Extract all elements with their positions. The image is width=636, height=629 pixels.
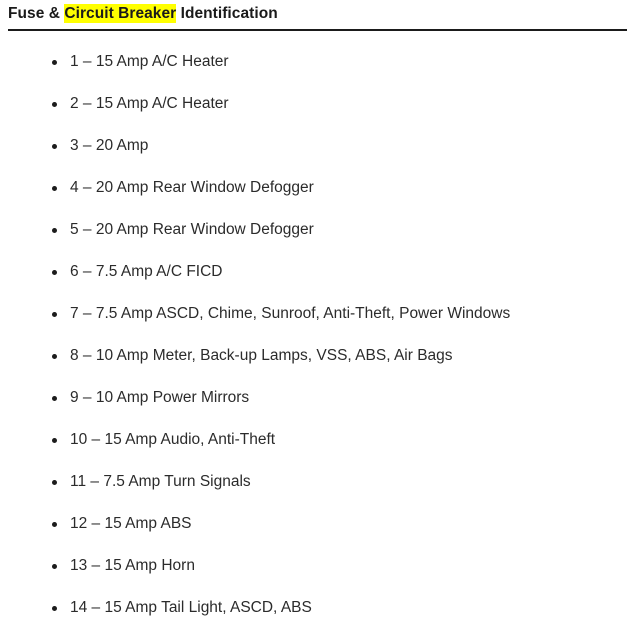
list-item-label: 13 – 15 Amp Horn: [70, 557, 195, 574]
list-item-label: 11 – 7.5 Amp Turn Signals: [70, 473, 251, 490]
bullet-icon: [52, 480, 57, 485]
list-item-label: 2 – 15 Amp A/C Heater: [70, 95, 229, 112]
bullet-icon: [52, 396, 57, 401]
bullet-icon: [52, 354, 57, 359]
list-item-label: 8 – 10 Amp Meter, Back-up Lamps, VSS, AB…: [70, 347, 453, 364]
list-item: 3 – 20 Amp: [0, 125, 636, 167]
list-item: 12 – 15 Amp ABS: [0, 503, 636, 545]
list-item: 4 – 20 Amp Rear Window Defogger: [0, 167, 636, 209]
list-item-label: 9 – 10 Amp Power Mirrors: [70, 389, 250, 406]
title-segment-highlighted: Circuit Breaker: [64, 4, 177, 23]
list-item-label: 5 – 20 Amp Rear Window Defogger: [70, 221, 314, 238]
bullet-icon: [52, 564, 57, 569]
bullet-icon: [52, 60, 57, 65]
fuse-identification-list: 1 – 15 Amp A/C Heater 2 – 15 Amp A/C Hea…: [0, 41, 636, 629]
list-item: 10 – 15 Amp Audio, Anti-Theft: [0, 419, 636, 461]
list-item-label: 14 – 15 Amp Tail Light, ASCD, ABS: [70, 599, 312, 616]
title-segment-plain-leading: Fuse &: [8, 5, 65, 22]
title-segment-plain-trailing: Identification: [176, 5, 278, 22]
list-item-label: 6 – 7.5 Amp A/C FICD: [70, 263, 223, 280]
title-divider: [8, 29, 627, 31]
bullet-icon: [52, 270, 57, 275]
list-item: 2 – 15 Amp A/C Heater: [0, 83, 636, 125]
bullet-icon: [52, 144, 57, 149]
list-item: 14 – 15 Amp Tail Light, ASCD, ABS: [0, 587, 636, 629]
list-item: 7 – 7.5 Amp ASCD, Chime, Sunroof, Anti-T…: [0, 293, 636, 335]
list-item-label: 7 – 7.5 Amp ASCD, Chime, Sunroof, Anti-T…: [70, 305, 511, 322]
list-item: 5 – 20 Amp Rear Window Defogger: [0, 209, 636, 251]
bullet-icon: [52, 102, 57, 107]
list-item: 11 – 7.5 Amp Turn Signals: [0, 461, 636, 503]
bullet-icon: [52, 606, 57, 611]
bullet-icon: [52, 186, 57, 191]
bullet-icon: [52, 312, 57, 317]
list-item-label: 4 – 20 Amp Rear Window Defogger: [70, 179, 314, 196]
bullet-icon: [52, 522, 57, 527]
title-block: Fuse & Circuit Breaker Identification: [0, 0, 636, 23]
list-item-label: 10 – 15 Amp Audio, Anti-Theft: [70, 431, 276, 448]
list-item: 1 – 15 Amp A/C Heater: [0, 41, 636, 83]
list-item: 13 – 15 Amp Horn: [0, 545, 636, 587]
page-title: Fuse & Circuit Breaker Identification: [8, 4, 628, 23]
list-item-label: 3 – 20 Amp: [70, 137, 149, 154]
bullet-icon: [52, 228, 57, 233]
bullet-icon: [52, 438, 57, 443]
list-item-label: 1 – 15 Amp A/C Heater: [70, 53, 229, 70]
list-item: 8 – 10 Amp Meter, Back-up Lamps, VSS, AB…: [0, 335, 636, 377]
list-item: 9 – 10 Amp Power Mirrors: [0, 377, 636, 419]
list-item: 6 – 7.5 Amp A/C FICD: [0, 251, 636, 293]
list-item-label: 12 – 15 Amp ABS: [70, 515, 192, 532]
